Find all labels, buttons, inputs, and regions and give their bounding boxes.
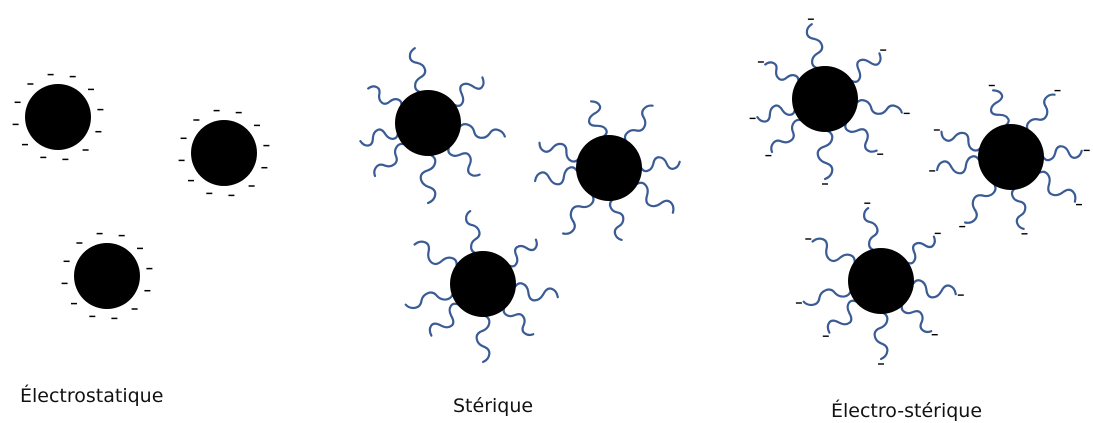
polymer-chain — [844, 119, 878, 153]
polymer-chain — [903, 235, 936, 265]
polymer-chain — [404, 290, 455, 310]
particle — [576, 135, 642, 201]
steric-panel — [359, 47, 681, 364]
polymer-chain — [770, 118, 805, 154]
polymer-chain — [428, 302, 463, 337]
polymer-chain — [408, 47, 427, 94]
polymer-chain — [1025, 93, 1056, 133]
polymer-chain — [873, 310, 889, 361]
polymer-chain — [805, 23, 824, 70]
polymer-chain — [633, 181, 675, 214]
electrosteric-label: Électro-stérique — [831, 400, 983, 422]
polymer-chain — [847, 52, 882, 83]
polymer-chain — [367, 85, 403, 109]
polymer-chain — [502, 304, 535, 337]
electrosteric-panel — [749, 18, 1090, 365]
polymer-chain — [816, 128, 834, 181]
polymer-chain — [940, 130, 983, 152]
steric-label: Stérique — [453, 395, 534, 417]
polymer-chain — [505, 238, 538, 268]
polymer-chain — [534, 166, 580, 186]
polymer-chain — [464, 210, 481, 255]
particle — [74, 243, 140, 309]
polymer-chain — [936, 155, 982, 175]
polymer-chain — [512, 282, 559, 302]
polymer-chain — [1010, 186, 1027, 230]
polymer-chain — [638, 156, 681, 173]
particle — [792, 66, 858, 132]
polymer-chain — [359, 128, 400, 147]
polymer-chain — [900, 301, 933, 334]
polymer-chain — [862, 207, 879, 252]
polymer-chain — [910, 279, 957, 299]
electrostatic-panel — [12, 73, 270, 320]
polymer-chain — [419, 152, 437, 205]
polymer-chain — [964, 181, 997, 224]
particle — [978, 124, 1044, 190]
polymer-chain — [1035, 170, 1077, 203]
polymer-chain — [608, 197, 625, 241]
particle — [25, 84, 91, 150]
polymer-chain — [450, 76, 485, 107]
polymer-chain — [457, 122, 506, 139]
particle — [191, 120, 257, 186]
polymer-chain — [373, 142, 408, 178]
polymer-chain — [802, 287, 853, 307]
polymer-chain — [475, 313, 491, 364]
polymer-chain — [538, 141, 581, 163]
polymer-chain — [447, 143, 481, 177]
polymer-chain — [587, 100, 608, 140]
polymer-chain — [413, 240, 458, 270]
polymer-chain — [826, 299, 861, 334]
polymer-chain — [764, 61, 800, 85]
polymer-chain — [756, 104, 797, 123]
electrostatic-label: Électrostatique — [20, 385, 164, 407]
particle — [848, 248, 914, 314]
polymer-chain — [562, 192, 595, 235]
polymer-chain — [811, 237, 856, 267]
polymer-chain — [623, 104, 654, 144]
polymer-chain — [1040, 145, 1083, 162]
polymer-chain — [854, 98, 903, 115]
particle — [450, 251, 516, 317]
polymer-chain — [989, 89, 1010, 129]
particle — [395, 90, 461, 156]
